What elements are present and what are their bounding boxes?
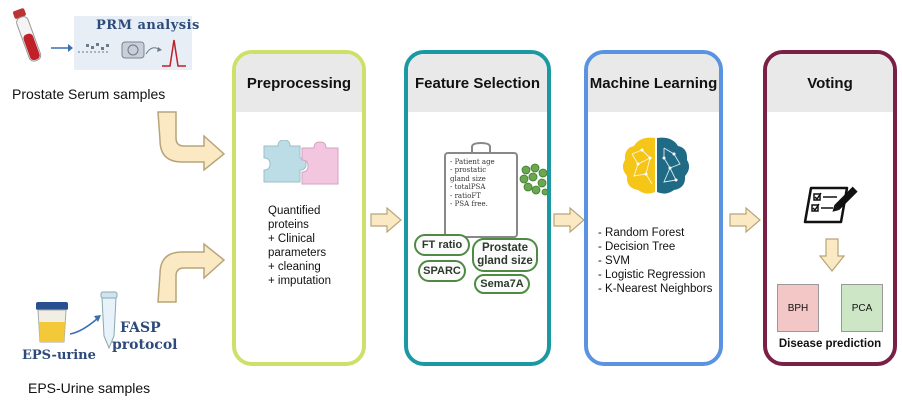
disease-prediction-label: Disease prediction <box>778 338 882 350</box>
feature-to-ml-arrow <box>553 207 585 233</box>
machine-learning-panel: Machine Learning - Random Forest - Decis… <box>584 50 723 366</box>
feature-ft-ratio: FT ratio <box>414 234 470 256</box>
ml-model-item: - Decision Tree <box>598 241 676 253</box>
ml-model-item: - Logistic Regression <box>598 269 706 281</box>
voting-panel: Voting BPH PCA Disease prediction <box>763 50 897 366</box>
ml-model-list: - Random Forest - Decision Tree - SVM - … <box>598 226 712 296</box>
sheet-line: - PSA free. <box>450 200 488 209</box>
urine-to-preprocessing-arrow <box>157 242 226 303</box>
preprocessing-line: + cleaning <box>268 261 321 273</box>
serum-label: Prostate Serum samples <box>12 86 166 102</box>
sheet-line: gland size <box>450 174 486 183</box>
urine-label: EPS-Urine samples <box>28 380 151 396</box>
feature-sparc: SPARC <box>418 260 466 282</box>
preprocessing-panel: Preprocessing Quantified proteins + Clin… <box>232 50 366 366</box>
preprocessing-steps: Quantified proteins + Clinical parameter… <box>268 204 331 288</box>
sheet-line: - Patient age <box>450 158 495 166</box>
voting-title: Voting <box>767 54 893 112</box>
preprocessing-to-feature-arrow <box>370 207 402 233</box>
clinical-variables-sheet: - Patient age - prostatic gland size - t… <box>444 152 518 238</box>
eps-urine-tube-label: EPS-urine <box>22 348 96 363</box>
preprocessing-line: + imputation <box>268 275 331 287</box>
urine-source: FASP protocol EPS-urine EPS-Urine sample… <box>0 290 200 410</box>
sheet-line: - totalPSA <box>450 183 486 192</box>
class-bph-box: BPH <box>777 284 819 332</box>
ballot-icon <box>803 186 858 224</box>
clipboard-clip-icon <box>471 142 491 154</box>
ml-model-item: - SVM <box>598 255 630 267</box>
blood-tube-icon <box>13 8 42 62</box>
urine-cup-icon <box>36 302 68 343</box>
machine-learning-title: Machine Learning <box>588 54 719 112</box>
voting-down-arrow <box>819 238 845 272</box>
preprocessing-line: parameters <box>268 247 327 259</box>
preprocessing-line: proteins <box>268 219 309 231</box>
puzzle-icon <box>263 140 339 185</box>
fasp-label-line2: protocol <box>112 337 178 353</box>
preprocessing-title: Preprocessing <box>236 54 362 112</box>
urine-arrow-icon <box>69 315 101 335</box>
prm-analysis-label: PRM analysis <box>96 18 200 33</box>
fasp-tube-icon <box>100 291 118 350</box>
class-pca-box: PCA <box>841 284 883 332</box>
preprocessing-line: Quantified <box>268 205 321 217</box>
ml-model-item: - K-Nearest Neighbors <box>598 283 713 295</box>
ml-to-voting-arrow <box>729 207 761 233</box>
sheet-line: - ratioFT <box>450 191 481 200</box>
feature-selection-title: Feature Selection <box>408 54 547 112</box>
feature-sema7a: Sema7A <box>474 274 530 294</box>
sheet-line: - prostatic <box>450 166 487 175</box>
serum-arrow-icon <box>51 44 73 52</box>
protein-cluster-icon <box>519 163 547 196</box>
feature-selection-panel: Feature Selection - Patient age - prosta… <box>404 50 551 366</box>
fasp-label-line1: FASP <box>120 320 161 336</box>
serum-to-preprocessing-arrow <box>157 111 226 172</box>
preprocessing-line: + Clinical <box>268 233 315 245</box>
mass-spec-icon <box>78 39 186 67</box>
ml-model-item: - Random Forest <box>598 227 685 239</box>
serum-source: PRM analysis Prostate Serum samples <box>0 0 200 110</box>
brain-network-icon <box>622 137 690 194</box>
feature-prostate-gland-size: Prostate gland size <box>472 238 538 272</box>
